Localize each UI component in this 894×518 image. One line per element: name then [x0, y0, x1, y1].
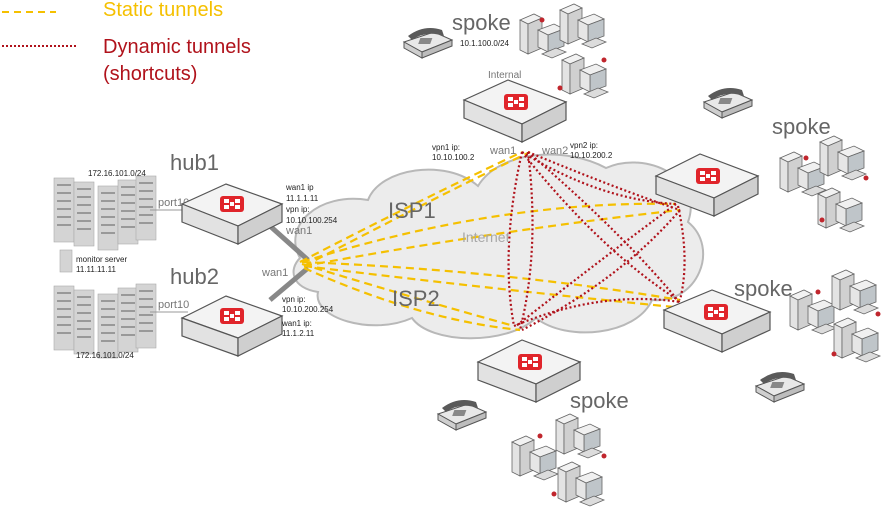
monitor-server: monitor server 11.11.11.11: [59, 249, 127, 274]
legend-dynamic-sublabel: (shortcuts): [103, 63, 197, 85]
hub2-info-1: 10.10.200.254: [282, 305, 334, 314]
spoke-right-top-phone-icon: [703, 87, 753, 119]
spoke-top-phone-icon: [403, 27, 453, 59]
spoke-bottom-pc-icon: [555, 413, 603, 459]
spoke-top-device: [462, 79, 568, 143]
hub1-info-1: 11.1.1.11: [286, 194, 319, 203]
spoke-right-bottom-title: spoke: [734, 276, 793, 301]
legend-static-label: Static tunnels: [103, 0, 223, 21]
hub2-servers: [53, 283, 157, 359]
hub2-port: port10: [158, 299, 189, 311]
spoke-bottom-pc-icon: [557, 461, 605, 507]
isp1-label: ISP1: [388, 198, 436, 223]
spoke-top-pc-icon: [559, 3, 607, 49]
spoke-right-top: spoke: [654, 87, 869, 233]
spoke-top: spoke 10.1.100.0/24 Internal vpn1 ip: 10…: [403, 3, 613, 162]
spoke-top-vpn1-ip: 10.10.100.2: [432, 153, 475, 162]
spoke-right-top-pc-icon: [779, 151, 827, 197]
spoke-bottom-device: [476, 339, 582, 403]
hub1-title: hub1: [170, 150, 219, 175]
hub1: 172.16.101.0/24 hub1 port10 wan1 wan1 ip…: [53, 150, 338, 251]
spoke-top-internal: Internal: [488, 70, 521, 81]
static-tunnels: [299, 151, 685, 332]
spoke-bottom: spoke: [437, 339, 629, 507]
spoke-bottom-phone-icon: [437, 399, 487, 431]
spoke-right-bottom-pc-icon: [833, 317, 881, 363]
internet-label: Internet: [462, 229, 510, 245]
hub2-title: hub2: [170, 264, 219, 289]
hub2-device: [180, 295, 284, 357]
spoke-top-wan2: wan2: [541, 145, 568, 157]
hub2-wan: wan1: [261, 267, 288, 279]
spoke-right-bottom-pc-icon: [831, 269, 879, 315]
spoke-top-subnet: 10.1.100.0/24: [460, 39, 509, 48]
spoke-right-top-title: spoke: [772, 114, 831, 139]
hub1-wan: wan1: [285, 225, 312, 237]
spoke-right-top-pc-icon: [819, 135, 867, 181]
spoke-right-bottom-phone-icon: [755, 371, 805, 403]
spoke-bottom-pc-icon: [511, 435, 559, 481]
spoke-right-top-device: [654, 153, 760, 217]
spoke-right-bottom-device: [662, 289, 772, 353]
spoke-top-pc-icon: [561, 53, 609, 99]
hub2-info-2: wan1 ip:: [281, 319, 312, 328]
dynamic-tunnels: [507, 150, 686, 331]
spoke-top-wan1: wan1: [489, 145, 516, 157]
monitor-label: monitor server: [76, 255, 127, 264]
spoke-top-vpn1-label: vpn1 ip:: [432, 143, 460, 152]
monitor-ip: 11.11.11.11: [76, 265, 116, 274]
hub2-info-3: 11.1.2.11: [282, 329, 315, 338]
hub1-subnet: 172.16.101.0/24: [88, 169, 146, 178]
hub1-servers: [53, 175, 157, 251]
legend-dynamic-label: Dynamic tunnels: [103, 36, 251, 58]
spoke-top-title: spoke: [452, 10, 511, 35]
hub2-subnet: 172.16.101.0/24: [76, 351, 134, 360]
spoke-top-vpn2-ip: 10.10.200.2: [570, 151, 613, 160]
isp2-label: ISP2: [392, 286, 440, 311]
spoke-right-bottom: spoke: [662, 269, 881, 403]
hub2: 172.16.101.0/24 hub2 port10 wan1 vpn ip:…: [53, 264, 334, 360]
spoke-bottom-title: spoke: [570, 388, 629, 413]
hub1-info-0: wan1 ip: [285, 183, 314, 192]
spoke-top-vpn2-label: vpn2 ip:: [570, 141, 598, 150]
hub1-device: [180, 183, 284, 245]
legend: Static tunnels Dynamic tunnels (shortcut…: [2, 0, 251, 85]
spoke-right-bottom-pc-icon: [789, 289, 837, 335]
hub2-info-0: vpn ip:: [282, 295, 306, 304]
hub1-info-2: vpn ip:: [286, 205, 310, 214]
hub1-info-3: 10.10.100.254: [286, 216, 338, 225]
spoke-right-top-pc-icon: [817, 187, 865, 233]
